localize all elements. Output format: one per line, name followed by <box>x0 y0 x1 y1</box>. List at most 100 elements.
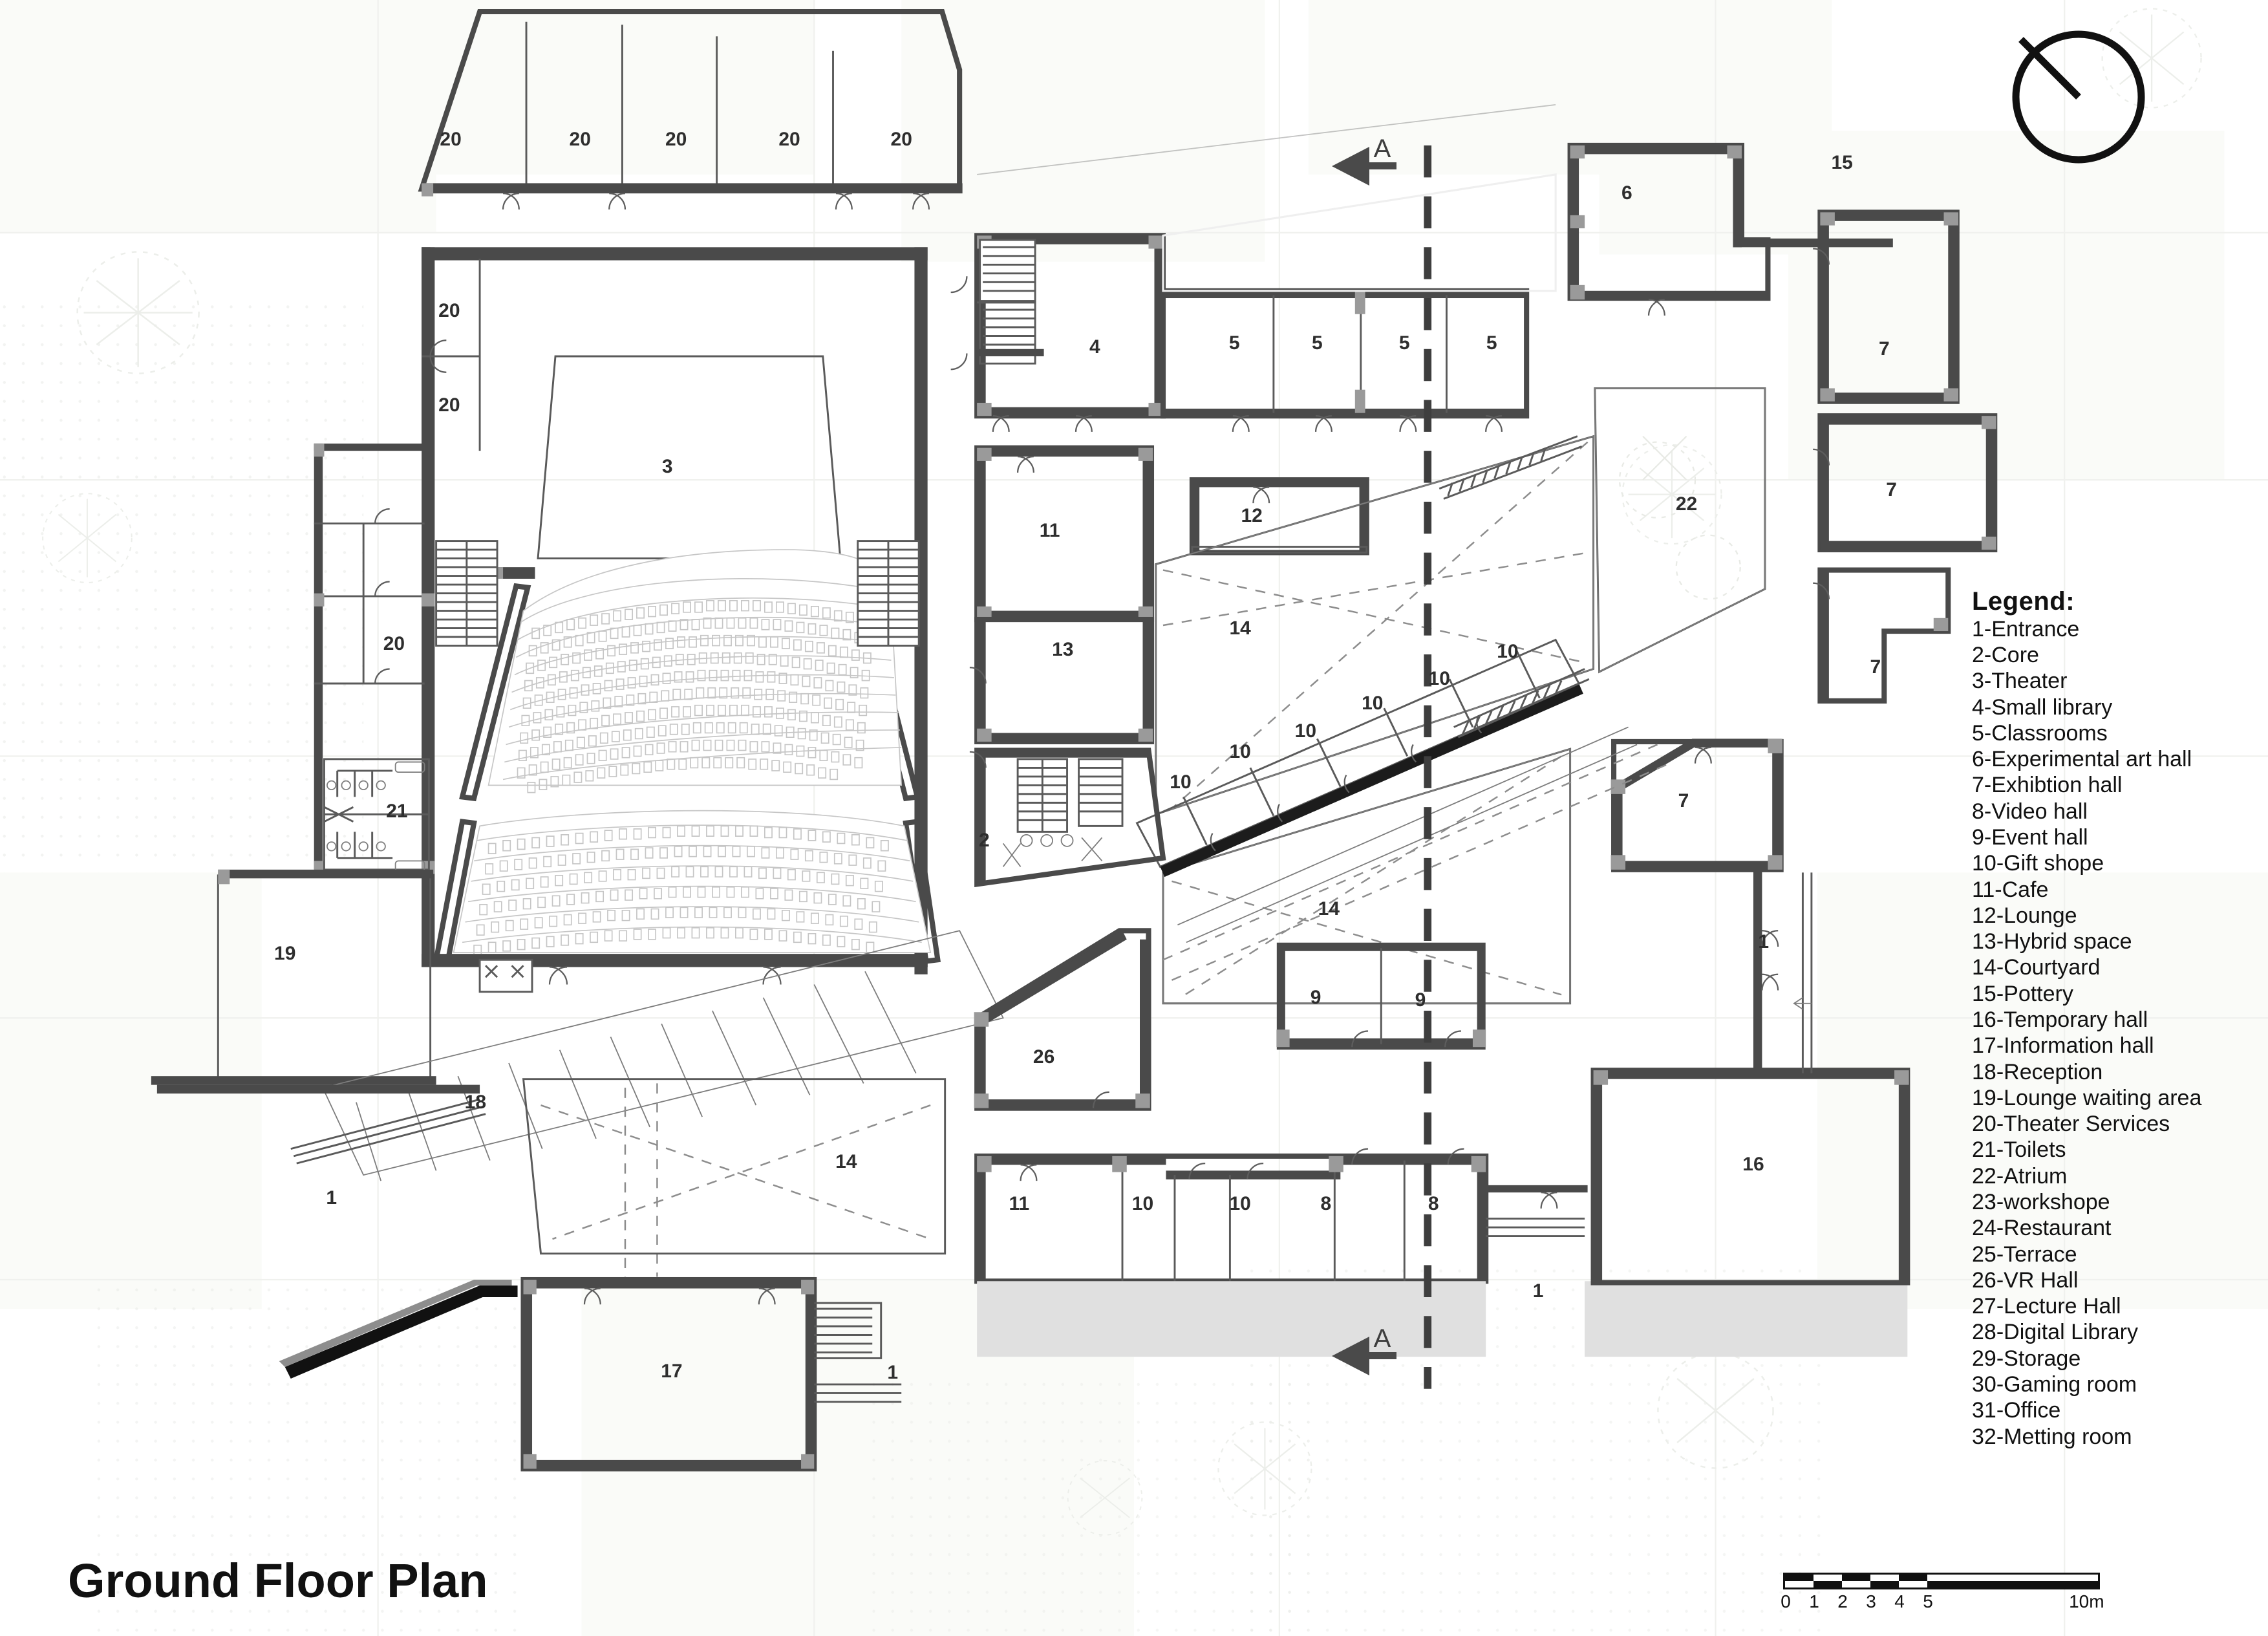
scale-tick-label: 5 <box>1923 1591 1933 1611</box>
legend-item: 18-Reception <box>1972 1059 2103 1084</box>
diagonal-stair <box>1453 668 1590 738</box>
room-label-12: 12 <box>1241 505 1263 527</box>
legend-item: 1-Entrance <box>1972 616 2080 641</box>
scale-tick-label: 0 <box>1781 1591 1791 1611</box>
room-22-atrium <box>1594 387 1766 674</box>
bottom-row-block <box>974 1148 1908 1357</box>
stair-right <box>857 540 920 647</box>
scale-tick-label: 4 <box>1894 1591 1905 1611</box>
section-marker-a-top: A <box>1332 135 1422 213</box>
north-arrow-circle-icon <box>2012 30 2145 164</box>
page-title: Ground Floor Plan <box>68 1554 488 1608</box>
library-classrooms-block <box>950 104 1557 432</box>
room-label-10: 10 <box>1362 693 1384 715</box>
stair-left <box>435 540 498 647</box>
room-label-5: 5 <box>1311 332 1323 354</box>
legend-item: 12-Lounge <box>1972 903 2077 928</box>
scale-end-label: 10m <box>2069 1591 2104 1611</box>
room-label-9: 9 <box>1415 989 1426 1011</box>
room-label-9: 9 <box>1310 986 1321 1008</box>
legend-item: 32-Metting room <box>1972 1424 2132 1449</box>
room-label-18: 18 <box>464 1091 487 1113</box>
room-label-11: 11 <box>1039 519 1060 541</box>
room-label-7: 7 <box>1878 338 1890 360</box>
legend-item: 28-Digital Library <box>1972 1320 2138 1345</box>
legend-item: 11-Cafe <box>1972 877 2049 902</box>
legend-item: 6-Experimental art hall <box>1972 747 2192 772</box>
section-arrow-icon <box>1332 147 1369 186</box>
room-label-20: 20 <box>440 128 462 150</box>
legend-item: 7-Exhibtion hall <box>1972 773 2123 798</box>
room-label-17: 17 <box>661 1360 683 1382</box>
room-label-5: 5 <box>1398 332 1410 354</box>
room-label-20: 20 <box>438 394 460 416</box>
room-label-20: 20 <box>778 128 800 150</box>
section-marker-a-bottom: A <box>1332 1324 1422 1403</box>
room-label-10: 10 <box>1229 740 1251 762</box>
room-label-8: 8 <box>1320 1193 1332 1215</box>
cafe-hybrid-block <box>969 445 1155 744</box>
room-label-20: 20 <box>438 300 460 322</box>
room-label-10: 10 <box>1497 640 1519 662</box>
room-label-1: 1 <box>887 1361 899 1383</box>
room-label-21: 21 <box>386 800 408 822</box>
room-label-3: 3 <box>661 455 673 477</box>
north-arrow <box>2004 23 2153 175</box>
room-label-5: 5 <box>1228 332 1240 354</box>
room-label-10: 10 <box>1170 771 1192 793</box>
legend-item: 30-Gaming room <box>1972 1372 2137 1397</box>
scale-tick-label: 3 <box>1866 1591 1876 1611</box>
room-12-lounge <box>1189 477 1369 555</box>
legend-item: 16-Temporary hall <box>1972 1007 2148 1033</box>
legend-item: 20-Theater Services <box>1972 1112 2170 1137</box>
room-label-5: 5 <box>1486 332 1497 354</box>
room-label-1: 1 <box>1758 931 1770 953</box>
event-halls-9 <box>1276 942 1486 1050</box>
room-label-14: 14 <box>1318 898 1340 920</box>
room-label-10: 10 <box>1131 1193 1154 1215</box>
room-label-15: 15 <box>1831 151 1853 173</box>
legend-item: 27-Lecture Hall <box>1972 1294 2121 1319</box>
room-label-2: 2 <box>979 829 990 851</box>
legend-item: 24-Restaurant <box>1972 1216 2112 1241</box>
room-label-22: 22 <box>1675 493 1698 515</box>
legend-title: Legend: <box>1972 587 2075 616</box>
room-label-8: 8 <box>1428 1193 1439 1215</box>
legend-item: 5-Classrooms <box>1972 720 2108 746</box>
legend-item: 3-Theater <box>1972 669 2068 694</box>
legend-item: 26-VR Hall <box>1972 1267 2079 1293</box>
room-2-core <box>969 748 1166 887</box>
room-label-16: 16 <box>1742 1154 1764 1176</box>
room-label-10: 10 <box>1229 1193 1251 1215</box>
section-marker-label-bottom: A <box>1374 1329 1391 1353</box>
legend-item: 17-Information hall <box>1972 1033 2154 1059</box>
gift-shops-diagonal-row <box>1135 435 1667 981</box>
room-label-20: 20 <box>665 128 687 150</box>
room-16-temporary-hall <box>1590 869 1910 1286</box>
scale-tick-label: 1 <box>1809 1591 1819 1611</box>
legend-item: 2-Core <box>1972 643 2039 668</box>
room-label-10: 10 <box>1428 668 1450 690</box>
room-label-14: 14 <box>835 1150 857 1172</box>
legend-item: 4-Small library <box>1972 694 2113 720</box>
room-label-26: 26 <box>1032 1046 1055 1068</box>
scale-bar-graphic <box>1783 1573 2100 1589</box>
legend-item: 9-Event hall <box>1972 825 2088 850</box>
north-arrow-needle-icon <box>2018 37 2081 100</box>
room-label-1: 1 <box>1532 1280 1544 1302</box>
room-label-13: 13 <box>1052 639 1074 661</box>
reception-18-entry-ramps <box>156 930 1004 1379</box>
legend-item: 15-Pottery <box>1972 981 2073 1006</box>
room-6-experimental-art-hall <box>1567 142 1893 316</box>
theater-block <box>314 247 941 993</box>
legend-item: 23-workshope <box>1972 1189 2110 1214</box>
legend-item: 31-Office <box>1972 1398 2061 1423</box>
room-label-6: 6 <box>1621 182 1632 204</box>
legend-item: 21-Toilets <box>1972 1137 2066 1163</box>
room-label-20: 20 <box>890 128 912 150</box>
